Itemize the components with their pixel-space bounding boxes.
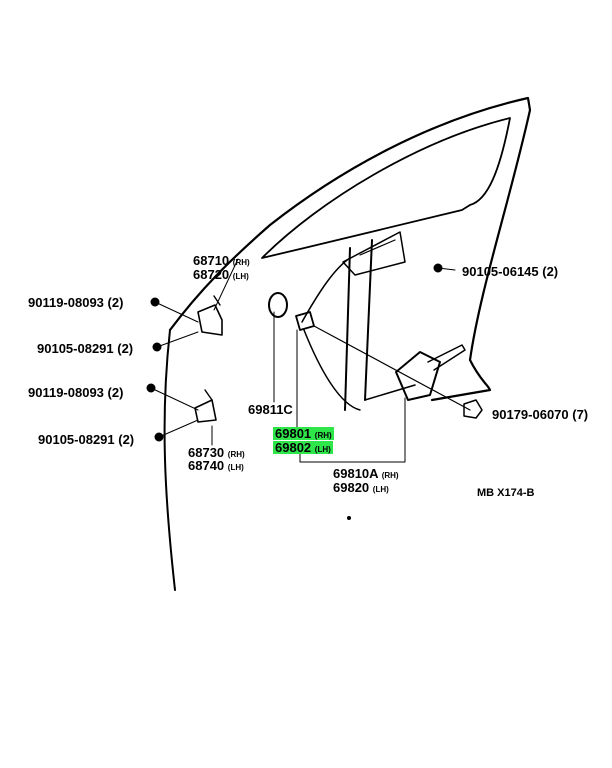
window-glass-outline xyxy=(261,117,511,259)
label-90105-08291-top: 90105-08291 (2) xyxy=(37,341,134,356)
door-front-edge xyxy=(163,329,176,591)
label-69811c: 69811C xyxy=(248,402,293,417)
regulator-rail-front xyxy=(344,247,351,411)
leader-68710 xyxy=(213,258,239,311)
label-68710: 68710 (RH) xyxy=(193,253,250,268)
label-90105-06145: 90105-06145 (2) xyxy=(462,264,559,279)
hinge-upper xyxy=(197,304,223,336)
nut-90179 xyxy=(463,399,483,419)
label-69820: 69820 (LH) xyxy=(333,480,389,495)
leader-line-diagonal xyxy=(313,325,471,411)
label-68720: 68720 (LH) xyxy=(193,267,249,282)
label-90119-08093-top: 90119-08093 (2) xyxy=(28,295,124,310)
regulator-motor xyxy=(395,351,441,401)
regulator-top-bracket xyxy=(342,231,406,276)
regulator-pulley xyxy=(295,311,315,331)
label-90179-06070: 90179-06070 (7) xyxy=(492,407,589,422)
grommet-69811c xyxy=(268,292,288,318)
regulator-rail-rear xyxy=(364,239,373,401)
leader-69810a xyxy=(299,397,406,463)
label-69810a: 69810A (RH) xyxy=(333,466,399,481)
label-69801: 69801 (RH) xyxy=(273,426,334,441)
label-90105-08291-bottom: 90105-08291 (2) xyxy=(38,432,135,447)
door-outline xyxy=(168,96,532,402)
label-68730: 68730 (RH) xyxy=(188,445,245,460)
hinge-lower xyxy=(194,399,217,423)
label-69802: 69802 (LH) xyxy=(273,440,333,455)
label-90119-08093-bottom: 90119-08093 (2) xyxy=(28,385,124,400)
diagram-code: MB X174-B xyxy=(477,487,535,499)
label-68740: 68740 (LH) xyxy=(188,458,244,473)
